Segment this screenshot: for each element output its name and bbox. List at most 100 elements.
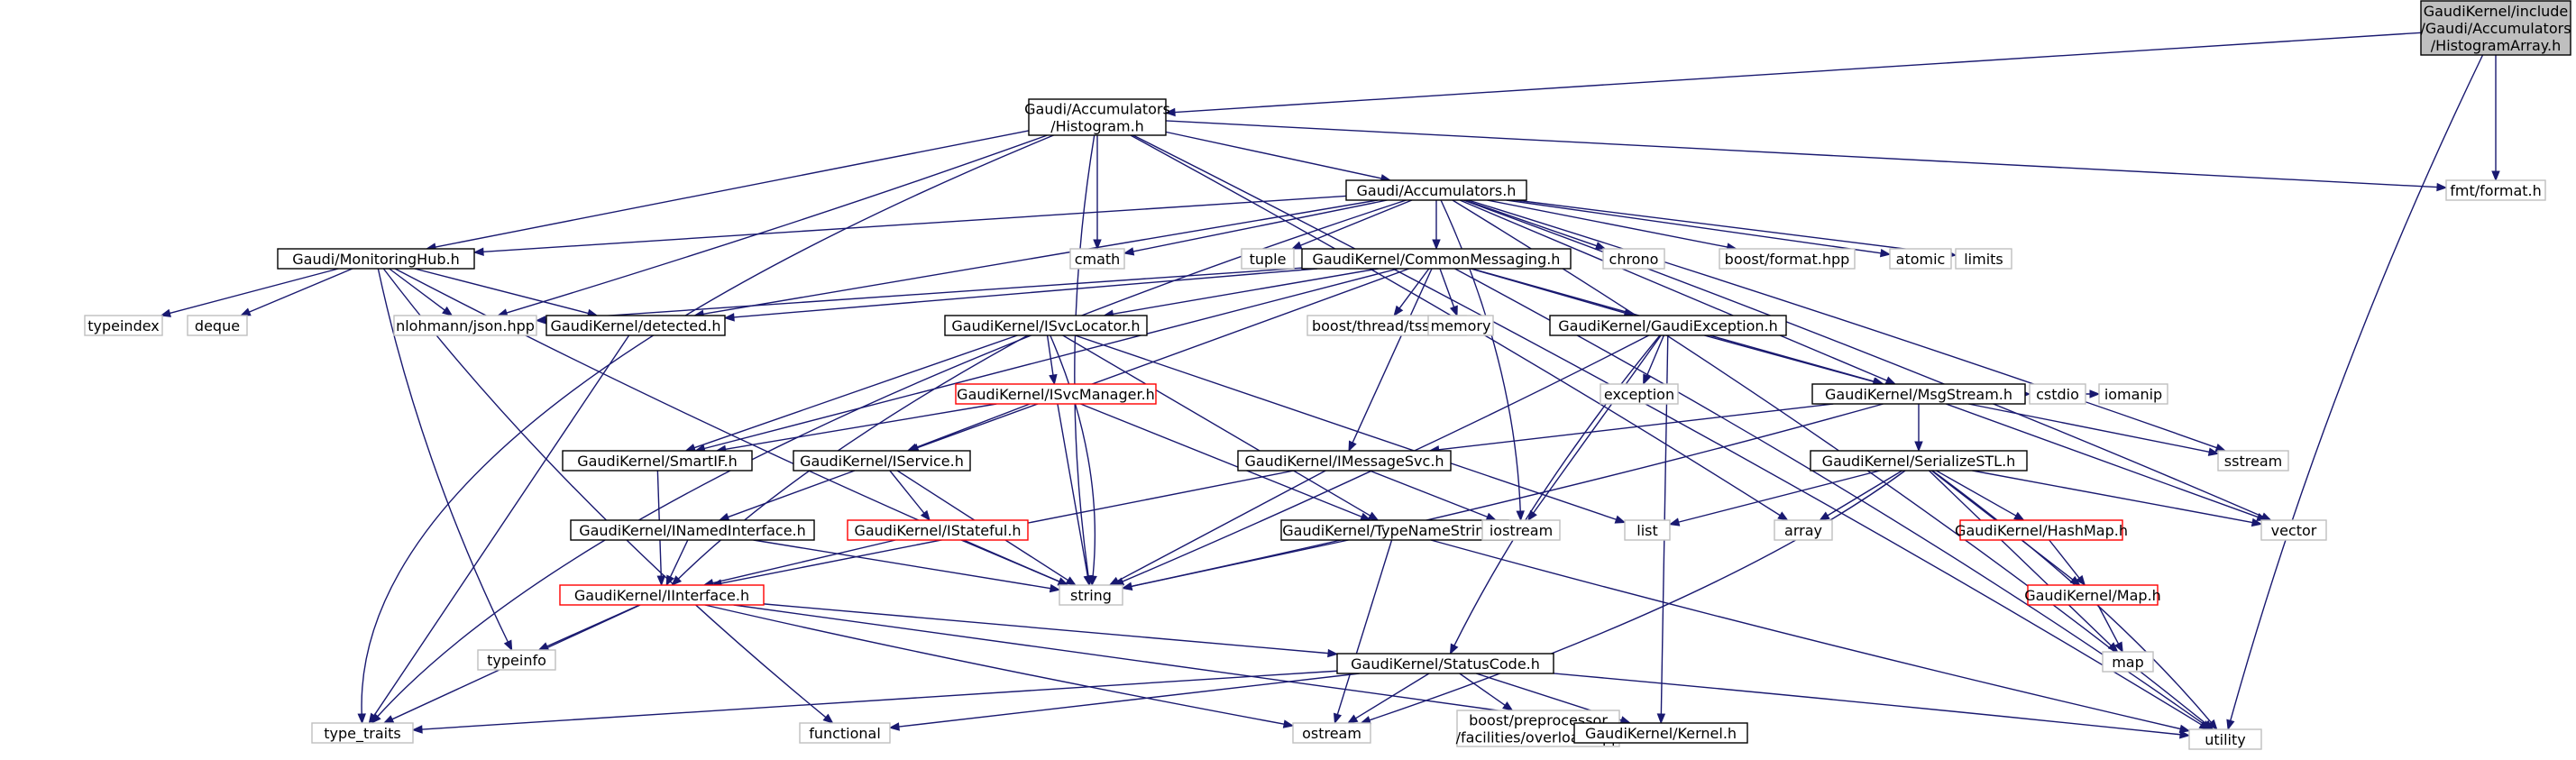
node-serializestl[interactable]: GaudiKernel/SerializeSTL.h	[1810, 450, 2028, 472]
node-detected[interactable]: GaudiKernel/detected.h	[545, 315, 726, 336]
node-box	[477, 649, 556, 671]
node-typeinfo[interactable]: typeinfo	[477, 649, 556, 671]
node-label: typeinfo	[487, 652, 546, 669]
edge-line	[1369, 470, 1488, 517]
edge-line	[1050, 334, 1096, 577]
node-iservice[interactable]: GaudiKernel/IService.h	[793, 450, 971, 472]
edge-line	[1062, 334, 1371, 517]
node-box	[2260, 519, 2327, 541]
node-deque[interactable]: deque	[187, 315, 248, 336]
node-monitoringhub[interactable]: Gaudi/MonitoringHub.h	[277, 248, 475, 270]
node-kernel[interactable]: GaudiKernel/Kernel.h	[1573, 722, 1748, 744]
edge-line	[1506, 199, 1882, 254]
node-histogram[interactable]: Gaudi/Accumulators/Histogram.h	[1024, 98, 1170, 136]
edge-accumulators-to-vector	[1462, 199, 2272, 521]
node-boostformat[interactable]: boost/format.hpp	[1719, 248, 1856, 270]
node-map[interactable]: map	[2102, 651, 2154, 673]
edge-root-to-histogram	[1164, 32, 2422, 117]
node-array[interactable]: array	[1774, 519, 1833, 541]
node-root[interactable]: GaudiKernel/include/Gaudi/Accumulators/H…	[2420, 0, 2571, 56]
node-tuple[interactable]: tuple	[1241, 248, 1295, 270]
node-box	[1624, 519, 1671, 541]
node-vector[interactable]: vector	[2260, 519, 2327, 541]
edge-arrowhead	[382, 715, 395, 724]
edge-histogram-to-json	[496, 134, 1048, 317]
edge-line	[1174, 32, 2422, 114]
node-istateful[interactable]: GaudiKernel/IStateful.h	[847, 519, 1029, 541]
node-box	[1602, 248, 1665, 270]
edge-arrowhead	[1290, 241, 1303, 250]
node-chrono[interactable]: chrono	[1602, 248, 1665, 270]
node-box	[1059, 584, 1123, 606]
edge-arrowhead	[535, 316, 546, 325]
node-sstream[interactable]: sstream	[2217, 450, 2289, 472]
node-box	[847, 519, 1029, 541]
edge-line	[1398, 268, 1430, 309]
node-label: GaudiKernel/ISvcManager.h	[957, 386, 1155, 403]
edge-line	[1972, 470, 2253, 524]
node-iostream[interactable]: iostream	[1481, 519, 1561, 541]
node-label: GaudiKernel/INamedInterface.h	[579, 522, 806, 539]
node-type_traits[interactable]: type_traits	[311, 722, 414, 744]
edge-line	[763, 603, 1329, 655]
node-list[interactable]: list	[1624, 519, 1671, 541]
node-box	[1241, 248, 1295, 270]
node-cmath[interactable]: cmath	[1069, 248, 1125, 270]
node-isvclocator[interactable]: GaudiKernel/ISvcLocator.h	[944, 315, 1148, 336]
node-typeindex[interactable]: typeindex	[84, 315, 163, 336]
edge-line	[728, 470, 856, 518]
edge-arrowhead	[2089, 389, 2101, 398]
edge-arrowhead	[1367, 511, 1380, 521]
node-iinterface[interactable]: GaudiKernel/IInterface.h	[559, 584, 765, 606]
edge-monitoringhub-to-functional	[382, 268, 834, 724]
edge-commonmessaging-to-smartif	[694, 268, 1398, 453]
node-label: GaudiKernel/SmartIF.h	[577, 453, 738, 470]
edge-line	[170, 268, 339, 315]
node-tss[interactable]: boost/thread/tss.hpp	[1306, 315, 1467, 336]
node-typenamestring[interactable]: GaudiKernel/TypeNameString.h	[1280, 519, 1509, 541]
node-hashmap[interactable]: GaudiKernel/HashMap.h	[1955, 519, 2128, 541]
node-fmt[interactable]: fmt/format.h	[2445, 179, 2546, 201]
node-isvcmanager[interactable]: GaudiKernel/ISvcManager.h	[955, 383, 1157, 405]
edge-line	[889, 470, 925, 514]
edge-typenamestring-to-ostream	[1334, 539, 1393, 725]
node-box	[1955, 248, 2012, 270]
node-commonmessaging[interactable]: GaudiKernel/CommonMessaging.h	[1301, 248, 1572, 270]
edge-isvclocator-to-string	[1050, 334, 1097, 587]
node-utility[interactable]: utility	[2188, 728, 2262, 750]
node-msgstream[interactable]: GaudiKernel/MsgStream.h	[1811, 383, 2026, 405]
node-limits[interactable]: limits	[1955, 248, 2012, 270]
node-box	[1719, 248, 1856, 270]
node-atomic[interactable]: atomic	[1889, 248, 1952, 270]
node-ostream[interactable]: ostream	[1292, 722, 1371, 744]
node-label: GaudiKernel/Kernel.h	[1585, 725, 1737, 742]
node-iomanip[interactable]: iomanip	[2098, 383, 2168, 405]
node-box	[1301, 248, 1572, 270]
node-string[interactable]: string	[1059, 584, 1123, 606]
edge-statuscode-to-overload	[1459, 673, 1514, 711]
node-inamedinterface[interactable]: GaudiKernel/INamedInterface.h	[570, 519, 815, 541]
node-map_h[interactable]: GaudiKernel/Map.h	[2024, 584, 2161, 606]
node-memory[interactable]: memory	[1427, 315, 1494, 336]
node-json[interactable]: nlohmann/json.hpp	[393, 315, 537, 336]
edge-arrowhead	[665, 574, 674, 587]
node-functional[interactable]: functional	[799, 722, 891, 744]
node-gaudiexception[interactable]: GaudiKernel/GaudiException.h	[1549, 315, 1787, 336]
node-label: /HistogramArray.h	[2431, 37, 2561, 54]
edge-histogram-to-utility	[1132, 134, 2211, 730]
edge-serializestl-to-list	[1668, 470, 1881, 527]
edge-line	[1459, 199, 1888, 381]
node-cstdio[interactable]: cstdio	[2029, 383, 2086, 405]
node-box	[1427, 315, 1494, 336]
node-smartif[interactable]: GaudiKernel/SmartIF.h	[562, 450, 753, 472]
node-box	[799, 722, 891, 744]
edge-line	[1454, 268, 2205, 725]
node-imessagesvc[interactable]: GaudiKernel/IMessageSvc.h	[1237, 450, 1452, 472]
edge-commonmessaging-to-memory	[1439, 268, 1458, 317]
node-statuscode[interactable]: GaudiKernel/StatusCode.h	[1336, 653, 1554, 674]
node-label: iostream	[1490, 522, 1553, 539]
node-label: /Histogram.h	[1050, 118, 1144, 135]
node-exception[interactable]: exception	[1600, 383, 1679, 405]
node-accumulators[interactable]: Gaudi/Accumulators.h	[1345, 179, 1527, 201]
